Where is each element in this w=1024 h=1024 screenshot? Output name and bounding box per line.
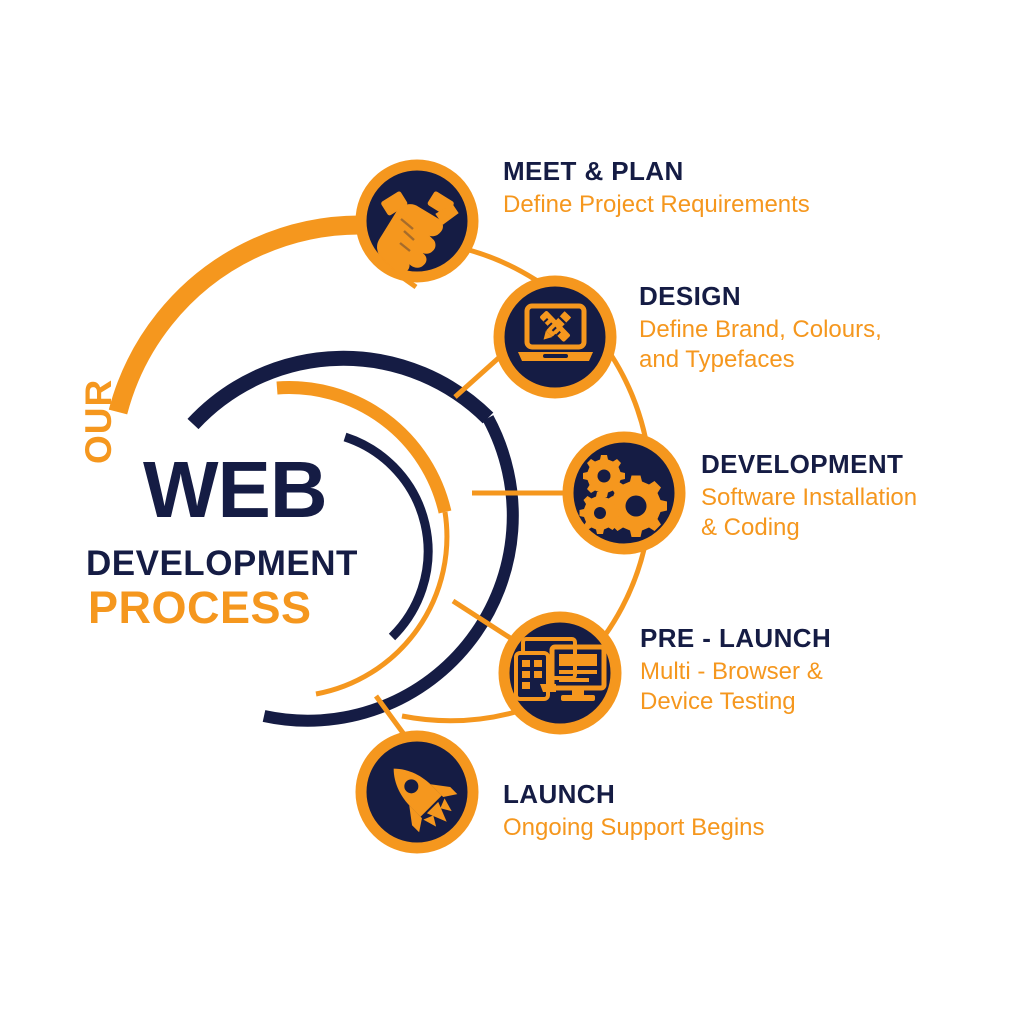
monitor-testing-icon <box>514 637 607 701</box>
step-title-launch: LAUNCH <box>503 779 616 809</box>
step-label-launch: LAUNCH Ongoing Support Begins <box>503 779 765 843</box>
step-label-development: DEVELOPMENT Software Installation & Codi… <box>701 449 917 544</box>
title-word-our: OUR <box>78 378 119 464</box>
step-label-meet-plan: MEET & PLAN Define Project Requirements <box>503 156 810 220</box>
step-desc-launch: Ongoing Support Begins <box>503 813 765 841</box>
step-title-design: DESIGN <box>639 281 742 311</box>
connector-line-pre-launch <box>451 598 520 646</box>
title-word-development: DEVELOPMENT <box>86 544 358 583</box>
step-node-launch[interactable] <box>355 730 479 854</box>
gears-icon <box>579 455 667 537</box>
step-node-design[interactable] <box>493 275 617 399</box>
step-desc-development: Software Installation & Coding <box>701 483 918 542</box>
rocket-icon <box>393 768 458 833</box>
step-node-development[interactable] <box>562 431 686 555</box>
step-node-pre-launch[interactable] <box>498 611 622 735</box>
laptop-design-icon <box>518 303 593 361</box>
step-title-pre-launch: PRE - LAUNCH <box>640 623 832 653</box>
step-title-meet-plan: MEET & PLAN <box>503 156 684 186</box>
step-circle-design[interactable] <box>493 275 617 399</box>
step-node-meet-plan[interactable] <box>355 159 479 283</box>
navy-arc-thick <box>187 350 494 430</box>
step-desc-meet-plan: Define Project Requirements <box>503 190 810 218</box>
step-title-development: DEVELOPMENT <box>701 449 904 479</box>
title-word-web: WEB <box>143 445 328 534</box>
step-desc-design: Define Brand, Colours, and Typefaces <box>639 315 882 374</box>
step-desc-pre-launch: Multi - Browser & Device Testing <box>640 657 823 716</box>
title-word-process: PROCESS <box>88 582 312 633</box>
navy-arc-thin <box>343 432 433 641</box>
inner-orange-arc-lower <box>315 511 450 697</box>
handshake-icon <box>377 191 459 274</box>
outer-orange-arc-bottom <box>401 708 520 724</box>
inner-orange-arc <box>276 381 452 514</box>
step-label-design: DESIGN Define Brand, Colours, and Typefa… <box>639 281 882 376</box>
step-label-pre-launch: PRE - LAUNCH Multi - Browser & Device Te… <box>640 623 831 718</box>
navy-arc-thick-lower <box>262 415 519 727</box>
